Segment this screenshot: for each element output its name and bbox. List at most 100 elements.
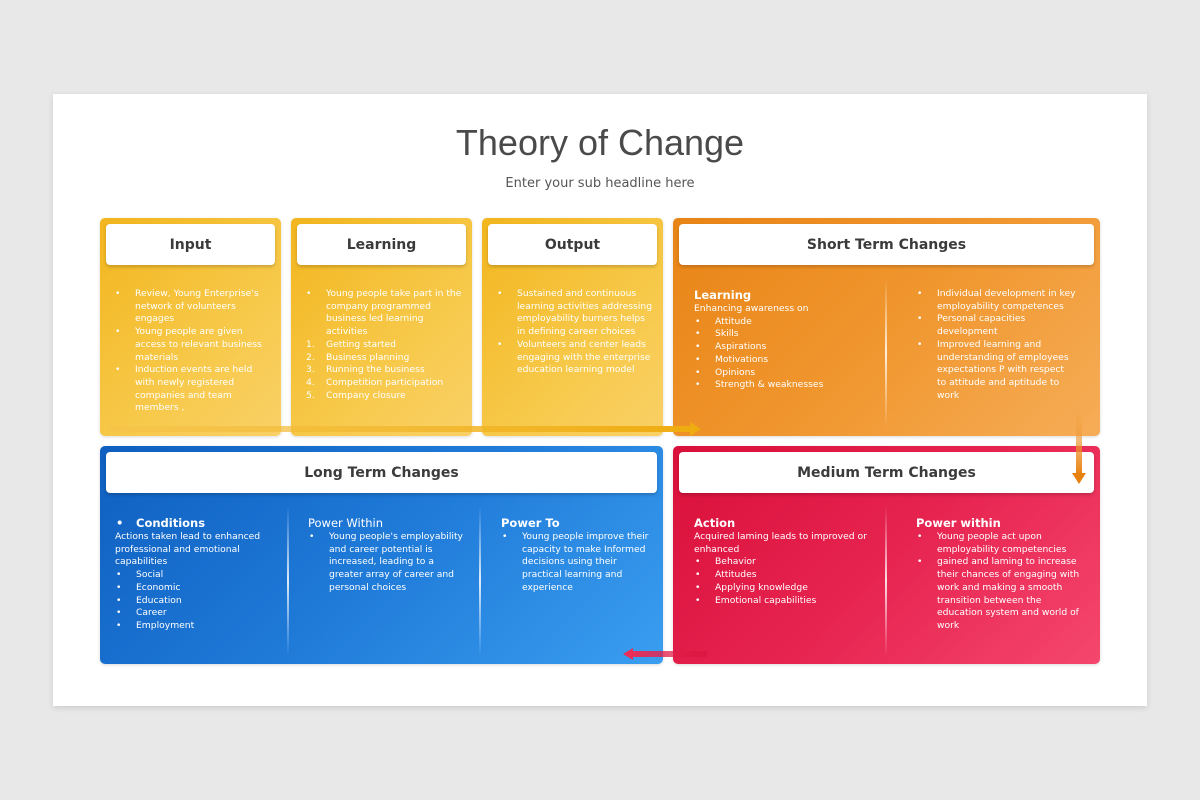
list-item-text: Skills — [715, 328, 739, 340]
card-output-content: •Sustained and continuous learning activ… — [496, 288, 655, 377]
list-item-text: Aspirations — [715, 341, 767, 353]
item-number: 4. — [306, 376, 315, 388]
card-output: Output •Sustained and continuous learnin… — [482, 218, 663, 436]
list-item: •Review, Young Enterprise's network of v… — [114, 288, 269, 326]
numbered-item: 2. Business planning — [305, 352, 464, 365]
list-item: • Improved learning and understanding of … — [916, 339, 1076, 403]
bullet-icon: • — [115, 326, 121, 338]
bullet-icon: • — [917, 556, 923, 568]
bullet-icon: • — [497, 288, 503, 299]
bullet-icon: • — [306, 288, 312, 299]
list-item: • Motivations — [694, 354, 884, 367]
bullet-icon: • — [695, 353, 701, 365]
list-item-text: Getting started — [326, 338, 396, 350]
list-item-text: Economic — [136, 581, 181, 593]
bullet-icon: • — [497, 338, 503, 350]
list-item: •Strength & weaknesses — [694, 379, 884, 392]
list-item-text: Social — [136, 569, 164, 581]
long-term-power-to-column: Power To •Young people improve their cap… — [501, 516, 657, 595]
card-input: Input •Review, Young Enterprise's networ… — [100, 218, 281, 436]
bullet-icon: • — [116, 594, 122, 606]
list-item: • Induction events are held with newly re… — [114, 364, 269, 415]
heading-text: Conditions — [136, 516, 206, 530]
list-item: • Skills — [694, 328, 884, 341]
list-item: •Personal capacities development — [916, 313, 1076, 338]
column-intro: Actions taken lead to enhanced professio… — [115, 531, 261, 568]
column-heading: Power To — [501, 516, 560, 530]
list-item-text: Volunteers and center leads engaging wit… — [517, 338, 651, 376]
bullet-icon: • — [115, 364, 121, 376]
item-number: 3. — [306, 364, 315, 376]
bullet-icon: • — [917, 338, 923, 350]
list-item-text: Opinions — [715, 366, 756, 378]
list-item: • Attitude — [694, 316, 884, 329]
list-item: •Sustained and continuous learning activ… — [496, 288, 655, 339]
card-learning: Learning •Young people take part in the … — [291, 218, 472, 436]
list-item: •Young people improve their capacity to … — [501, 531, 657, 595]
list-item-text: Young people act upon employability comp… — [937, 531, 1067, 555]
list-item-text: Attitude — [715, 315, 752, 327]
item-number: 1. — [306, 338, 315, 350]
bullet-icon: • — [116, 619, 122, 631]
list-item-text: Business planning — [326, 351, 410, 363]
list-item: •Attitudes — [694, 569, 884, 582]
bullet-icon: • — [695, 379, 701, 391]
list-item: • Opinions — [694, 367, 884, 380]
short-term-left-column: Learning Enhancing awareness on •Attitud… — [694, 288, 884, 392]
long-term-conditions-column: • Conditions Actions taken lead to enhanc… — [115, 516, 285, 633]
card-medium-term-header: Medium Term Changes — [679, 452, 1094, 493]
bullet-icon: • — [695, 315, 701, 327]
list-item: •Employment — [115, 620, 285, 633]
bullet-icon: • — [695, 569, 701, 581]
bullet-icon: • — [695, 366, 701, 378]
list-item-text: Improved learning and understanding of e… — [937, 338, 1069, 401]
bullet-icon: • — [695, 581, 701, 593]
numbered-item: 1. Getting started — [305, 339, 464, 352]
column-heading: • Conditions — [115, 516, 285, 531]
list-item: • Young people are given access to releva… — [114, 326, 269, 364]
item-number: 5. — [306, 389, 315, 401]
list-item-text: Motivations — [715, 353, 769, 365]
item-number: 2. — [306, 351, 315, 363]
list-item: • Economic — [115, 582, 285, 595]
page-subtitle: Enter your sub headline here — [505, 176, 695, 191]
list-item: • Applying knowledge — [694, 582, 884, 595]
card-output-header: Output — [488, 224, 657, 265]
numbered-item: 4.Competition participation — [305, 377, 464, 390]
short-term-right-column: • Individual development in key employabi… — [916, 288, 1076, 402]
list-item: •Young people take part in the company p… — [305, 288, 464, 339]
column-heading: Learning — [694, 288, 752, 302]
bullet-icon: • — [116, 581, 122, 593]
bullet-icon: • — [695, 328, 701, 340]
list-item-text: Young people improve their capacity to m… — [522, 531, 649, 593]
list-item-text: Young people are given access to relevan… — [135, 326, 262, 363]
list-item-text: Induction events are held with newly reg… — [135, 364, 253, 414]
list-item: • Volunteers and center leads engaging wi… — [496, 339, 655, 377]
medium-term-action-column: Action Acquired laming leads to improved… — [694, 516, 884, 607]
list-item-text: Individual development in key employabil… — [937, 288, 1076, 312]
bullet-icon: • — [917, 313, 923, 325]
numbered-item: 5. Company closure — [305, 390, 464, 403]
bullet-icon: • — [116, 516, 124, 530]
list-item: •gained and laming to increase their cha… — [916, 556, 1081, 632]
list-item-text: Behavior — [715, 556, 756, 568]
card-learning-header: Learning — [297, 224, 466, 265]
list-item: •Aspirations — [694, 341, 884, 354]
card-long-term-changes: Long Term Changes •Conditions Actions ta… — [100, 446, 663, 664]
list-item-text: Company closure — [326, 389, 406, 401]
bullet-icon: • — [917, 288, 923, 299]
bullet-icon: • — [695, 594, 701, 606]
long-term-power-within-column: Power Within •Young people's employabili… — [308, 516, 468, 595]
arrow-left-icon — [623, 648, 707, 660]
list-item: •Young people act upon employability com… — [916, 531, 1081, 556]
list-item-text: Education — [136, 594, 182, 606]
list-item-text: Running the business — [326, 364, 425, 376]
list-item: • Individual development in key employabi… — [916, 288, 1076, 313]
card-medium-term-changes: Medium Term Changes Action Acquired lami… — [673, 446, 1100, 664]
arrow-right-icon — [108, 422, 701, 436]
numbered-item: 3. Running the business — [305, 364, 464, 377]
card-short-term-header: Short Term Changes — [679, 224, 1094, 265]
bullet-icon: • — [115, 288, 121, 299]
list-item-text: Applying knowledge — [715, 581, 808, 593]
list-item: •Career — [115, 607, 285, 620]
